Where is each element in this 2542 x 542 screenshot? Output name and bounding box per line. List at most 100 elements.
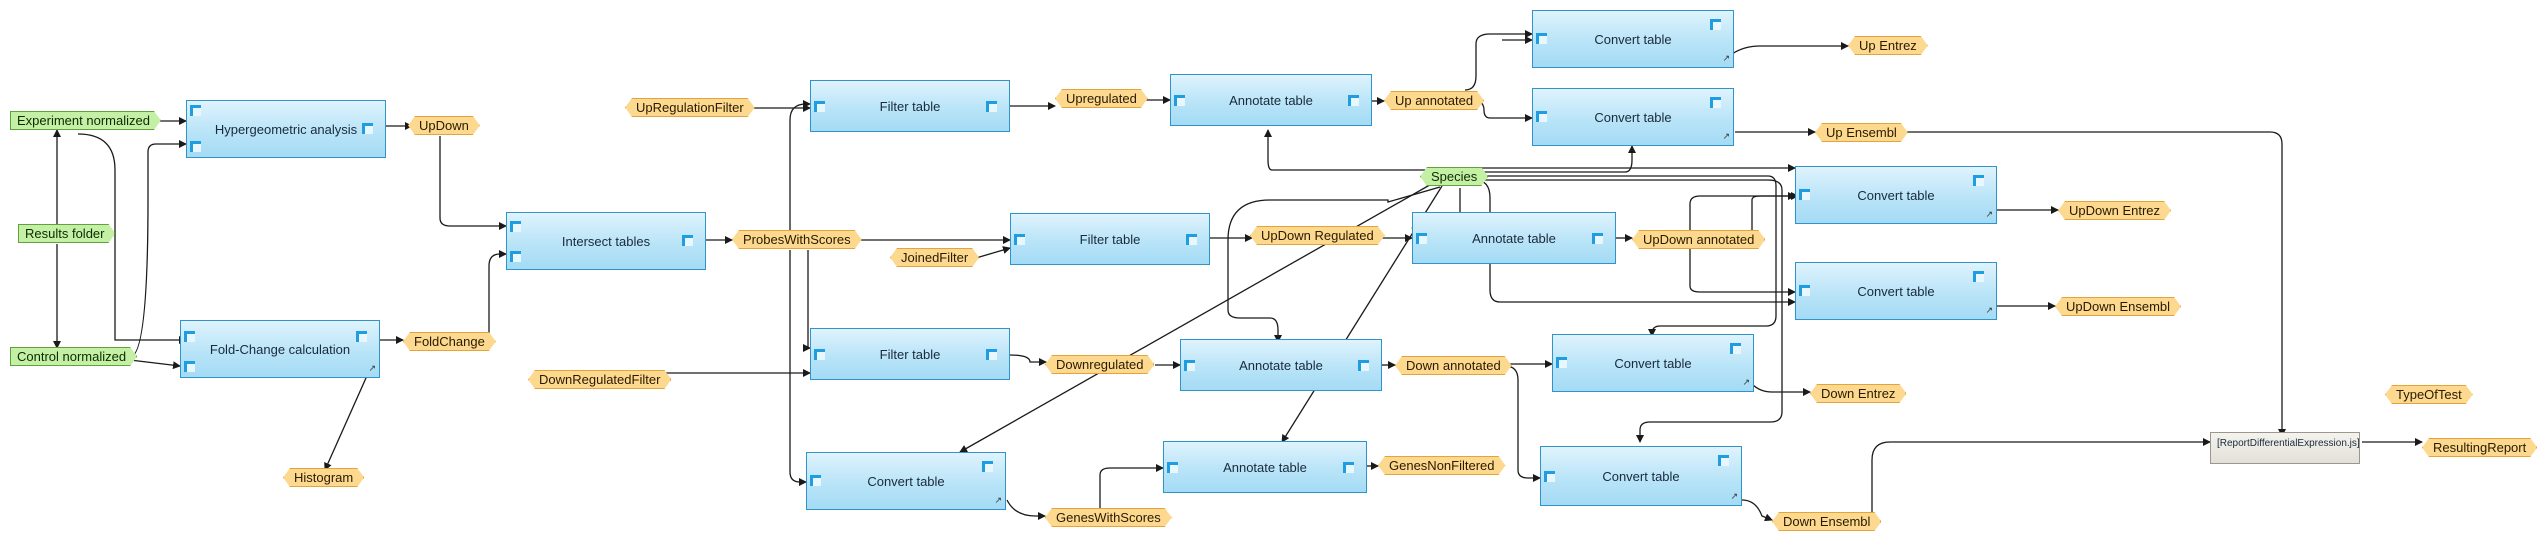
parameter-joined-filter[interactable]: JoinedFilter: [890, 248, 979, 267]
convert-table-updown-ensembl-process[interactable]: Convert table ↗: [1795, 262, 1997, 320]
convert-table-updown-entrez-process[interactable]: Convert table ↗: [1795, 166, 1997, 224]
port-square-icon[interactable]: [1358, 360, 1369, 371]
variable-probes-with-scores[interactable]: ProbesWithScores: [732, 230, 862, 249]
port-square-icon[interactable]: [184, 361, 195, 372]
port-square-icon[interactable]: [190, 141, 201, 152]
script-link-icon[interactable]: ↗: [368, 363, 376, 373]
port-square-icon[interactable]: [1348, 95, 1359, 106]
script-link-icon[interactable]: ↗: [1985, 305, 1993, 315]
edge: [77, 133, 187, 344]
port-square-icon[interactable]: [986, 349, 997, 360]
port-square-icon[interactable]: [1167, 462, 1178, 473]
port-square-icon[interactable]: [1556, 357, 1567, 368]
process-label: Convert table: [867, 473, 945, 489]
intersect-tables-process[interactable]: Intersect tables: [506, 212, 706, 270]
port-square-icon[interactable]: [1710, 97, 1721, 108]
variable-resulting-report[interactable]: ResultingReport: [2422, 438, 2537, 457]
process-label: Filter table: [879, 346, 941, 362]
port-square-icon[interactable]: [810, 475, 821, 486]
convert-table-up-ensembl-process[interactable]: Convert table ↗: [1532, 88, 1734, 146]
process-label: Convert table: [1857, 283, 1935, 299]
port-square-icon[interactable]: [1416, 233, 1427, 244]
variable-updown-ensembl[interactable]: UpDown Ensembl: [2055, 297, 2181, 316]
script-link-icon[interactable]: ↗: [1730, 491, 1738, 501]
port-square-icon[interactable]: [982, 461, 993, 472]
script-link-icon[interactable]: ↗: [1742, 377, 1750, 387]
port-square-icon[interactable]: [814, 101, 825, 112]
input-species[interactable]: Species: [1420, 167, 1488, 186]
hypergeometric-analysis-process[interactable]: Hypergeometric analysis: [186, 100, 386, 158]
port-square-icon[interactable]: [682, 235, 693, 246]
input-experiment-normalized[interactable]: Experiment normalized: [10, 111, 161, 130]
process-label: Convert table: [1594, 109, 1672, 125]
port-square-icon[interactable]: [1343, 462, 1354, 473]
variable-foldchange[interactable]: FoldChange: [403, 332, 496, 351]
variable-upregulated[interactable]: Upregulated: [1055, 89, 1148, 108]
report-script-process[interactable]: [ReportDifferentialExpression.js]: [2210, 432, 2360, 464]
port-square-icon[interactable]: [1710, 19, 1721, 30]
input-results-folder[interactable]: Results folder: [18, 224, 115, 243]
input-control-normalized[interactable]: Control normalized: [10, 347, 137, 366]
script-link-icon[interactable]: ↗: [1722, 131, 1730, 141]
port-square-icon[interactable]: [510, 221, 521, 232]
variable-down-ensembl[interactable]: Down Ensembl: [1772, 512, 1881, 531]
variable-histogram[interactable]: Histogram: [283, 468, 364, 487]
variable-updown[interactable]: UpDown: [408, 116, 480, 135]
convert-table-down-entrez-process[interactable]: Convert table ↗: [1552, 334, 1754, 392]
port-square-icon[interactable]: [986, 101, 997, 112]
variable-up-entrez[interactable]: Up Entrez: [1848, 36, 1928, 55]
parameter-type-of-test[interactable]: TypeOfTest: [2385, 385, 2473, 404]
filter-table-up-process[interactable]: Filter table: [810, 80, 1010, 132]
parameter-upregulation-filter[interactable]: UpRegulationFilter: [625, 98, 755, 117]
variable-updown-entrez[interactable]: UpDown Entrez: [2058, 201, 2171, 220]
port-square-icon[interactable]: [1718, 455, 1729, 466]
port-square-icon[interactable]: [1174, 95, 1185, 106]
process-label: Intersect tables: [561, 233, 651, 249]
port-square-icon[interactable]: [814, 349, 825, 360]
edge: [324, 359, 375, 471]
filter-table-down-process[interactable]: Filter table: [810, 328, 1010, 380]
variable-up-ensembl[interactable]: Up Ensembl: [1815, 123, 1908, 142]
port-square-icon[interactable]: [1536, 111, 1547, 122]
script-link-icon[interactable]: ↗: [994, 495, 1002, 505]
port-square-icon[interactable]: [184, 331, 195, 342]
port-square-icon[interactable]: [356, 331, 367, 342]
annotate-table-down-process[interactable]: Annotate table: [1180, 339, 1382, 391]
variable-up-annotated[interactable]: Up annotated: [1384, 91, 1484, 110]
port-square-icon[interactable]: [1799, 189, 1810, 200]
annotate-table-up-process[interactable]: Annotate table: [1170, 74, 1372, 126]
variable-updown-annotated[interactable]: UpDown annotated: [1632, 230, 1765, 249]
script-link-icon[interactable]: ↗: [1722, 53, 1730, 63]
port-square-icon[interactable]: [1973, 271, 1984, 282]
convert-table-down-ensembl-process[interactable]: Convert table ↗: [1540, 446, 1742, 506]
variable-down-entrez[interactable]: Down Entrez: [1810, 384, 1906, 403]
port-square-icon[interactable]: [1014, 234, 1025, 245]
annotate-table-updown-process[interactable]: Annotate table: [1412, 212, 1616, 264]
fold-change-calculation-process[interactable]: Fold-Change calculation ↗: [180, 320, 380, 378]
convert-table-up-entrez-process[interactable]: Convert table ↗: [1532, 10, 1734, 68]
variable-updown-regulated[interactable]: UpDown Regulated: [1250, 226, 1385, 245]
process-label: Annotate table: [1472, 230, 1556, 246]
port-square-icon[interactable]: [1799, 285, 1810, 296]
port-square-icon[interactable]: [362, 123, 373, 134]
convert-table-scores-process[interactable]: Convert table ↗: [806, 452, 1006, 510]
variable-down-annotated[interactable]: Down annotated: [1395, 356, 1512, 375]
port-square-icon[interactable]: [510, 251, 521, 262]
port-square-icon[interactable]: [1973, 175, 1984, 186]
variable-downregulated[interactable]: Downregulated: [1045, 355, 1154, 374]
port-square-icon[interactable]: [190, 105, 201, 116]
variable-genes-with-scores[interactable]: GenesWithScores: [1045, 508, 1172, 527]
port-square-icon[interactable]: [1184, 360, 1195, 371]
port-square-icon[interactable]: [1730, 343, 1741, 354]
script-link-icon[interactable]: ↗: [1985, 209, 1993, 219]
port-square-icon[interactable]: [1186, 234, 1197, 245]
variable-genes-non-filtered[interactable]: GenesNonFiltered: [1378, 456, 1506, 475]
port-square-icon[interactable]: [1536, 33, 1547, 44]
port-square-icon[interactable]: [1544, 471, 1555, 482]
port-square-icon[interactable]: [1592, 233, 1603, 244]
edge: [789, 100, 811, 241]
annotate-table-genes-process[interactable]: Annotate table: [1163, 441, 1367, 493]
filter-table-joined-process[interactable]: Filter table: [1010, 213, 1210, 265]
parameter-down-regulated-filter[interactable]: DownRegulatedFilter: [528, 370, 671, 389]
